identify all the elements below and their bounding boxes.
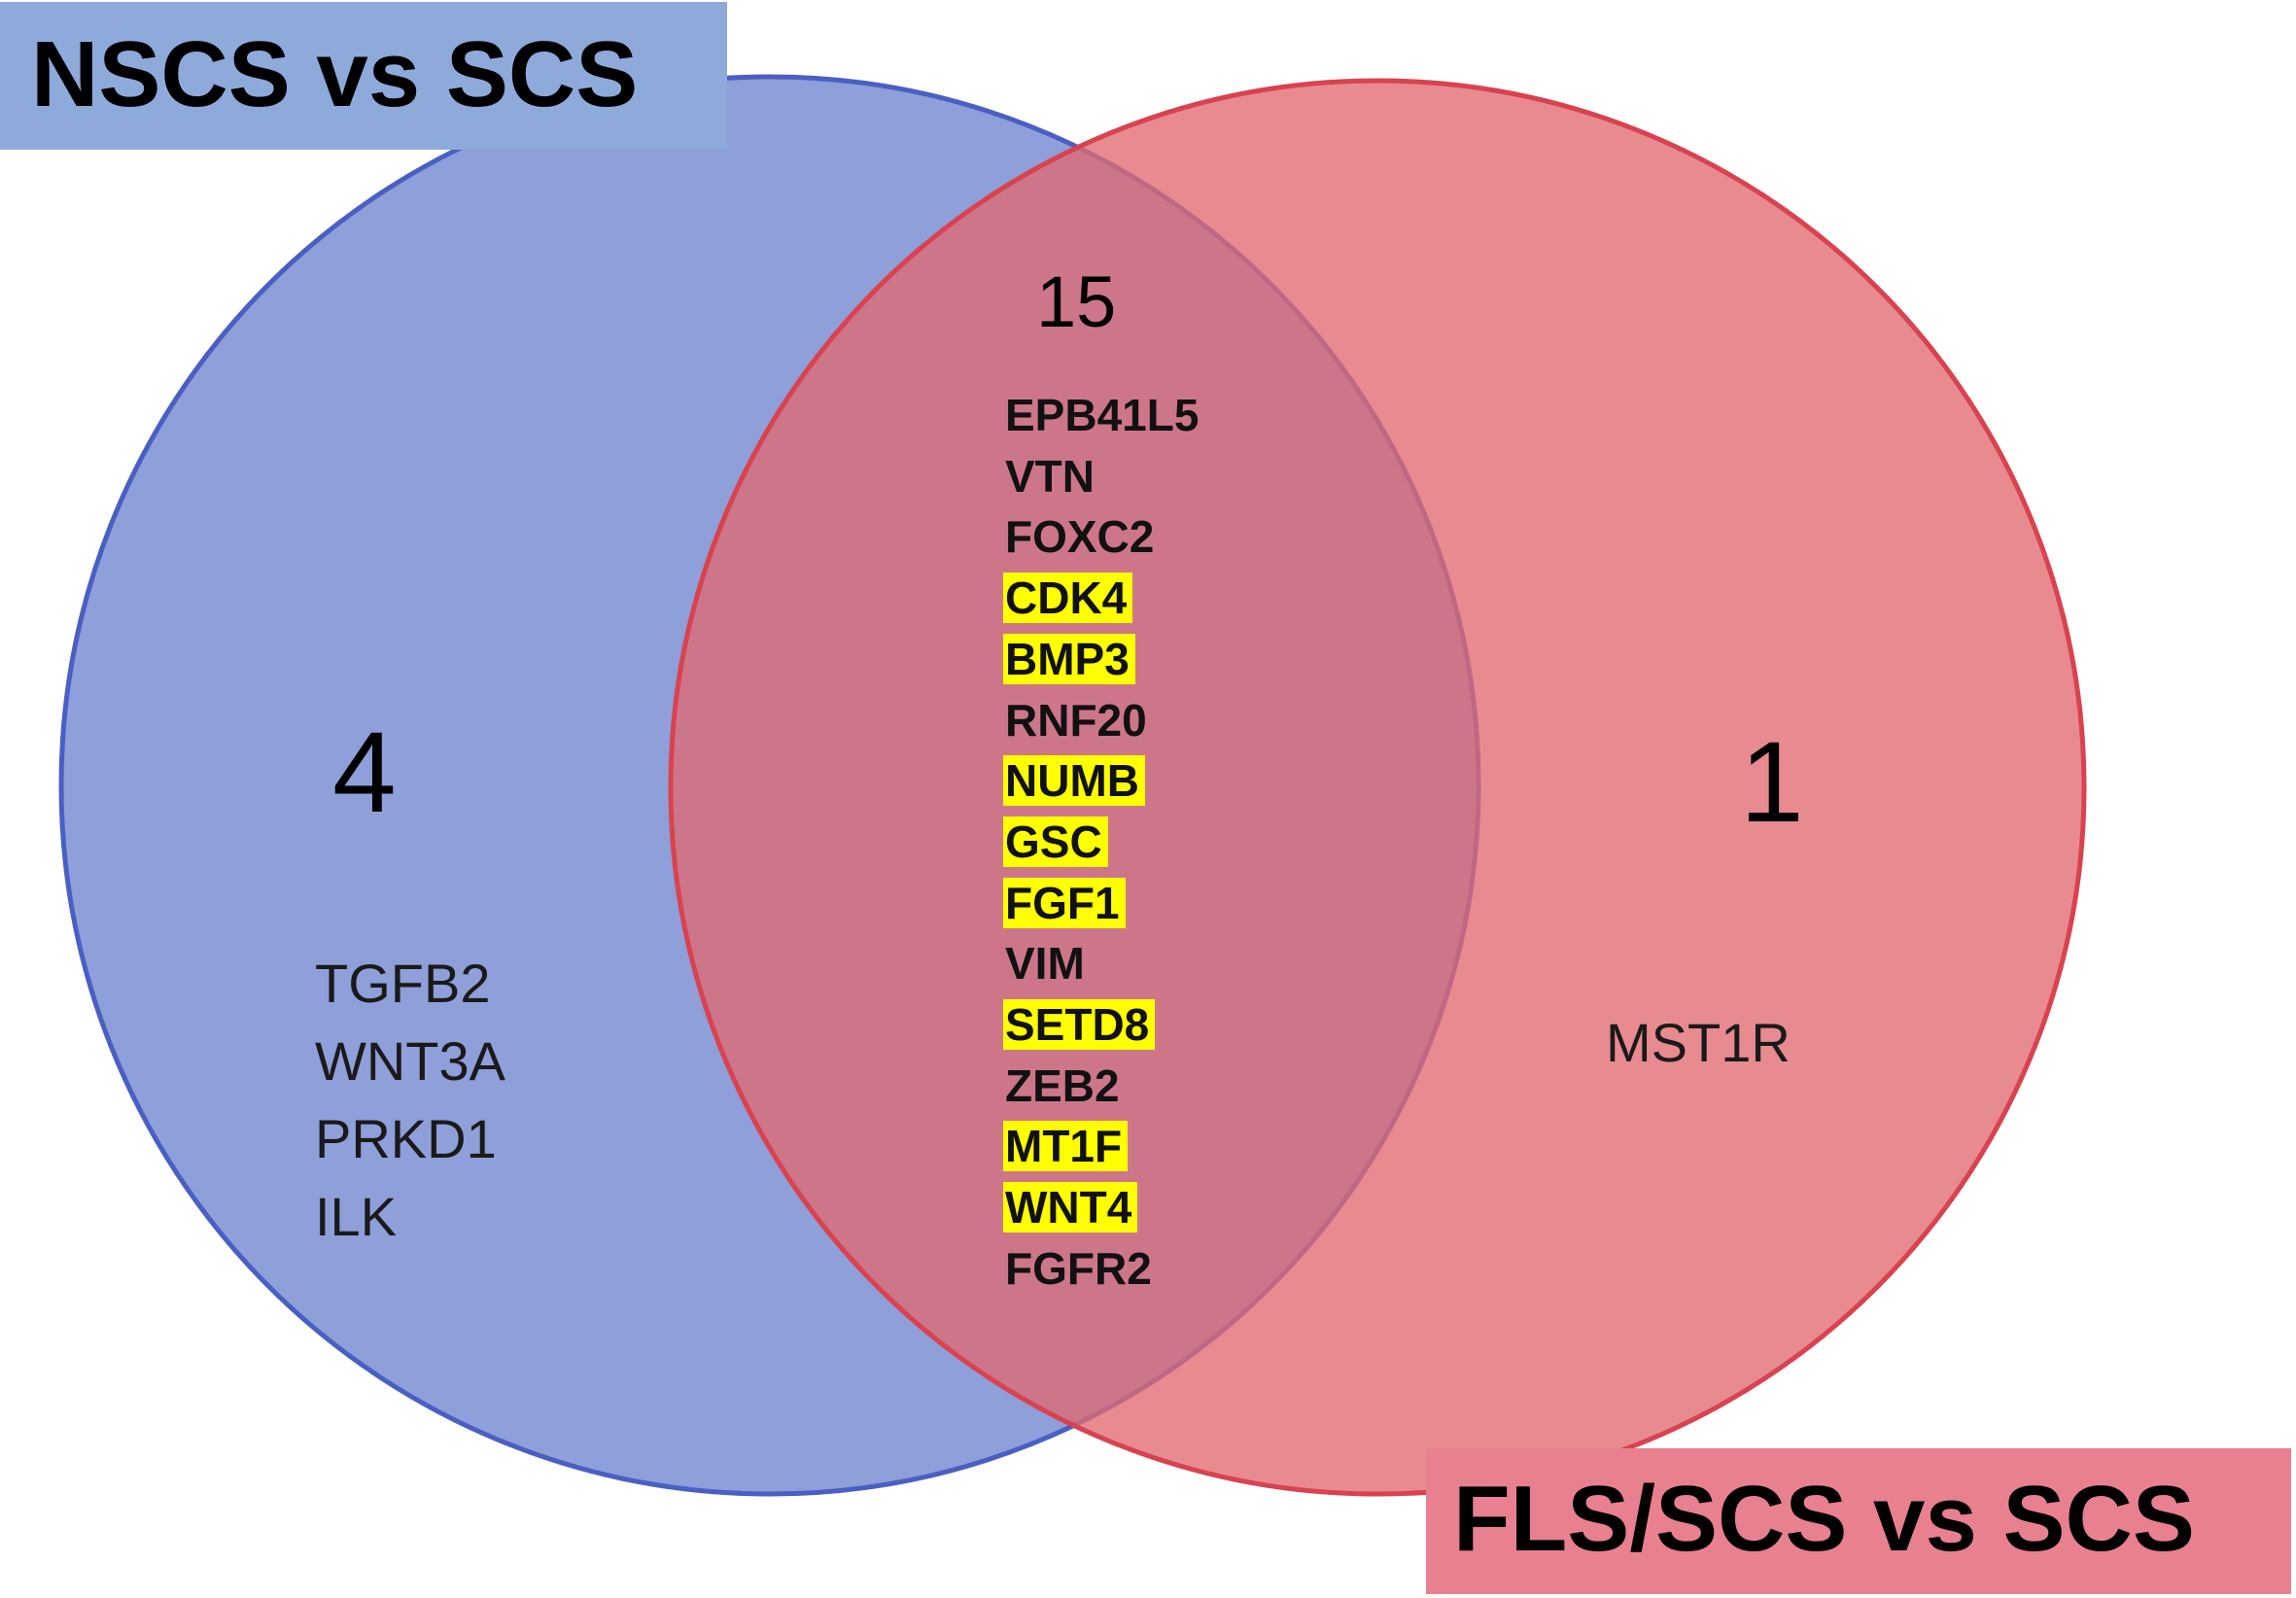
gene-item: EPB41L5 [1003,385,1204,446]
gene-item: NUMB [1003,750,1204,812]
gene-label: CDK4 [1003,573,1133,624]
intersection-count: 15 [1036,261,1117,342]
gene-item: RNF20 [1003,690,1204,751]
set-a-title: NSCS vs SCS [31,22,639,126]
gene-label: RNF20 [1005,694,1147,746]
gene-item: GSC [1003,812,1204,873]
gene-label: FGF1 [1003,877,1126,928]
gene-item: MT1F [1003,1116,1204,1177]
gene-item: FOXC2 [1003,506,1204,568]
gene-item: BMP3 [1003,629,1204,690]
gene-label: GSC [1003,816,1108,867]
gene-label: WNT4 [1003,1182,1138,1233]
set-b-circle [668,78,2087,1497]
gene-item: FGFR2 [1003,1238,1204,1300]
set-a-only-count: 4 [332,709,397,837]
gene-label: ZEB2 [1005,1060,1120,1111]
gene-label: MST1R [1606,1012,1791,1073]
gene-item: VTN [1003,446,1204,507]
gene-item: FGF1 [1003,873,1204,934]
gene-label: MT1F [1003,1121,1129,1172]
gene-label: PRKD1 [315,1108,497,1169]
set-b-only-gene-list: MST1R [1606,1011,1791,1075]
gene-label: VIM [1005,938,1085,990]
gene-label: ILK [315,1186,398,1247]
gene-label: TGFB2 [315,953,491,1014]
gene-item: WNT4 [1003,1177,1204,1238]
gene-item: CDK4 [1003,568,1204,629]
gene-label: FGFR2 [1005,1242,1152,1294]
gene-label: WNT3A [315,1030,505,1092]
intersection-gene-list: EPB41L5 VTN FOXC2 CDK4 BMP3 RNF20 NUMB G… [1003,385,1204,1300]
gene-label: EPB41L5 [1005,390,1200,440]
gene-label: VTN [1005,450,1095,502]
gene-label: NUMB [1003,755,1145,807]
set-a-label: NSCS vs SCS [0,2,727,150]
set-b-title: FLS/SCS vs SCS [1453,1467,2195,1571]
gene-item: ZEB2 [1003,1056,1204,1117]
set-b-only-count: 1 [1740,718,1804,847]
set-b-label: FLS/SCS vs SCS [1426,1448,2291,1594]
gene-item: SETD8 [1003,994,1204,1056]
gene-label: BMP3 [1003,633,1135,684]
gene-item: VIM [1003,933,1204,994]
gene-label: SETD8 [1003,999,1156,1051]
set-a-only-gene-list: TGFB2 WNT3A PRKD1 ILK [315,945,505,1256]
gene-label: FOXC2 [1005,511,1155,563]
